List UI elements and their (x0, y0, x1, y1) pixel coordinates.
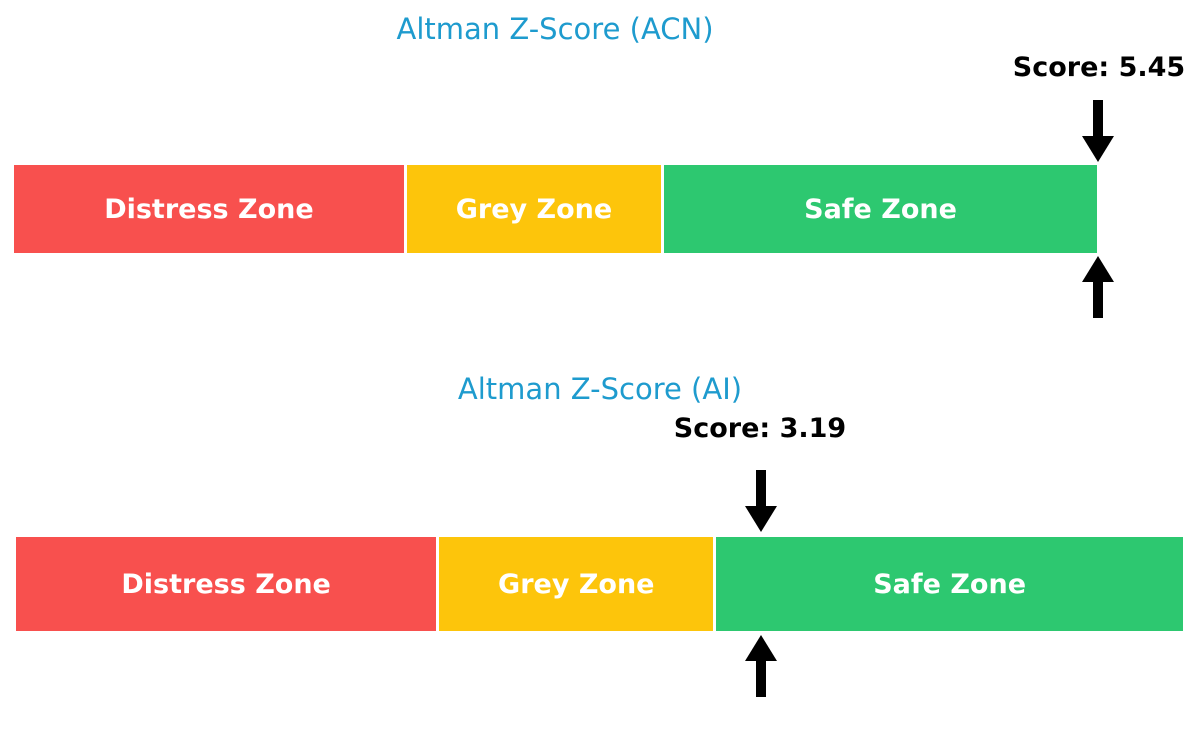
safe-zone-label: Safe Zone (873, 568, 1027, 600)
safe-zone-segment: Safe Zone (664, 165, 1097, 253)
score-label-ai: Score: 3.19 (673, 413, 847, 444)
chart-title-ai: Altman Z-Score (AI) (457, 372, 743, 406)
distress-zone-label: Distress Zone (104, 193, 314, 225)
down-arrow-icon (744, 470, 778, 532)
zone-bar-acn: Distress Zone Grey Zone Safe Zone (14, 165, 1097, 253)
safe-zone-label: Safe Zone (804, 193, 957, 225)
distress-zone-segment: Distress Zone (14, 165, 404, 253)
zone-bar-ai: Distress Zone Grey Zone Safe Zone (16, 537, 1183, 631)
score-label-acn: Score: 5.45 (1012, 52, 1186, 83)
grey-zone-segment: Grey Zone (439, 537, 714, 631)
distress-zone-segment: Distress Zone (16, 537, 437, 631)
chart-title-acn: Altman Z-Score (ACN) (396, 12, 714, 46)
up-arrow-icon (1081, 256, 1115, 318)
grey-zone-label: Grey Zone (498, 568, 655, 600)
down-arrow-icon (1081, 100, 1115, 162)
up-arrow-icon (744, 635, 778, 697)
safe-zone-segment: Safe Zone (716, 537, 1183, 631)
grey-zone-label: Grey Zone (455, 193, 613, 225)
grey-zone-segment: Grey Zone (406, 165, 662, 253)
distress-zone-label: Distress Zone (121, 568, 331, 600)
